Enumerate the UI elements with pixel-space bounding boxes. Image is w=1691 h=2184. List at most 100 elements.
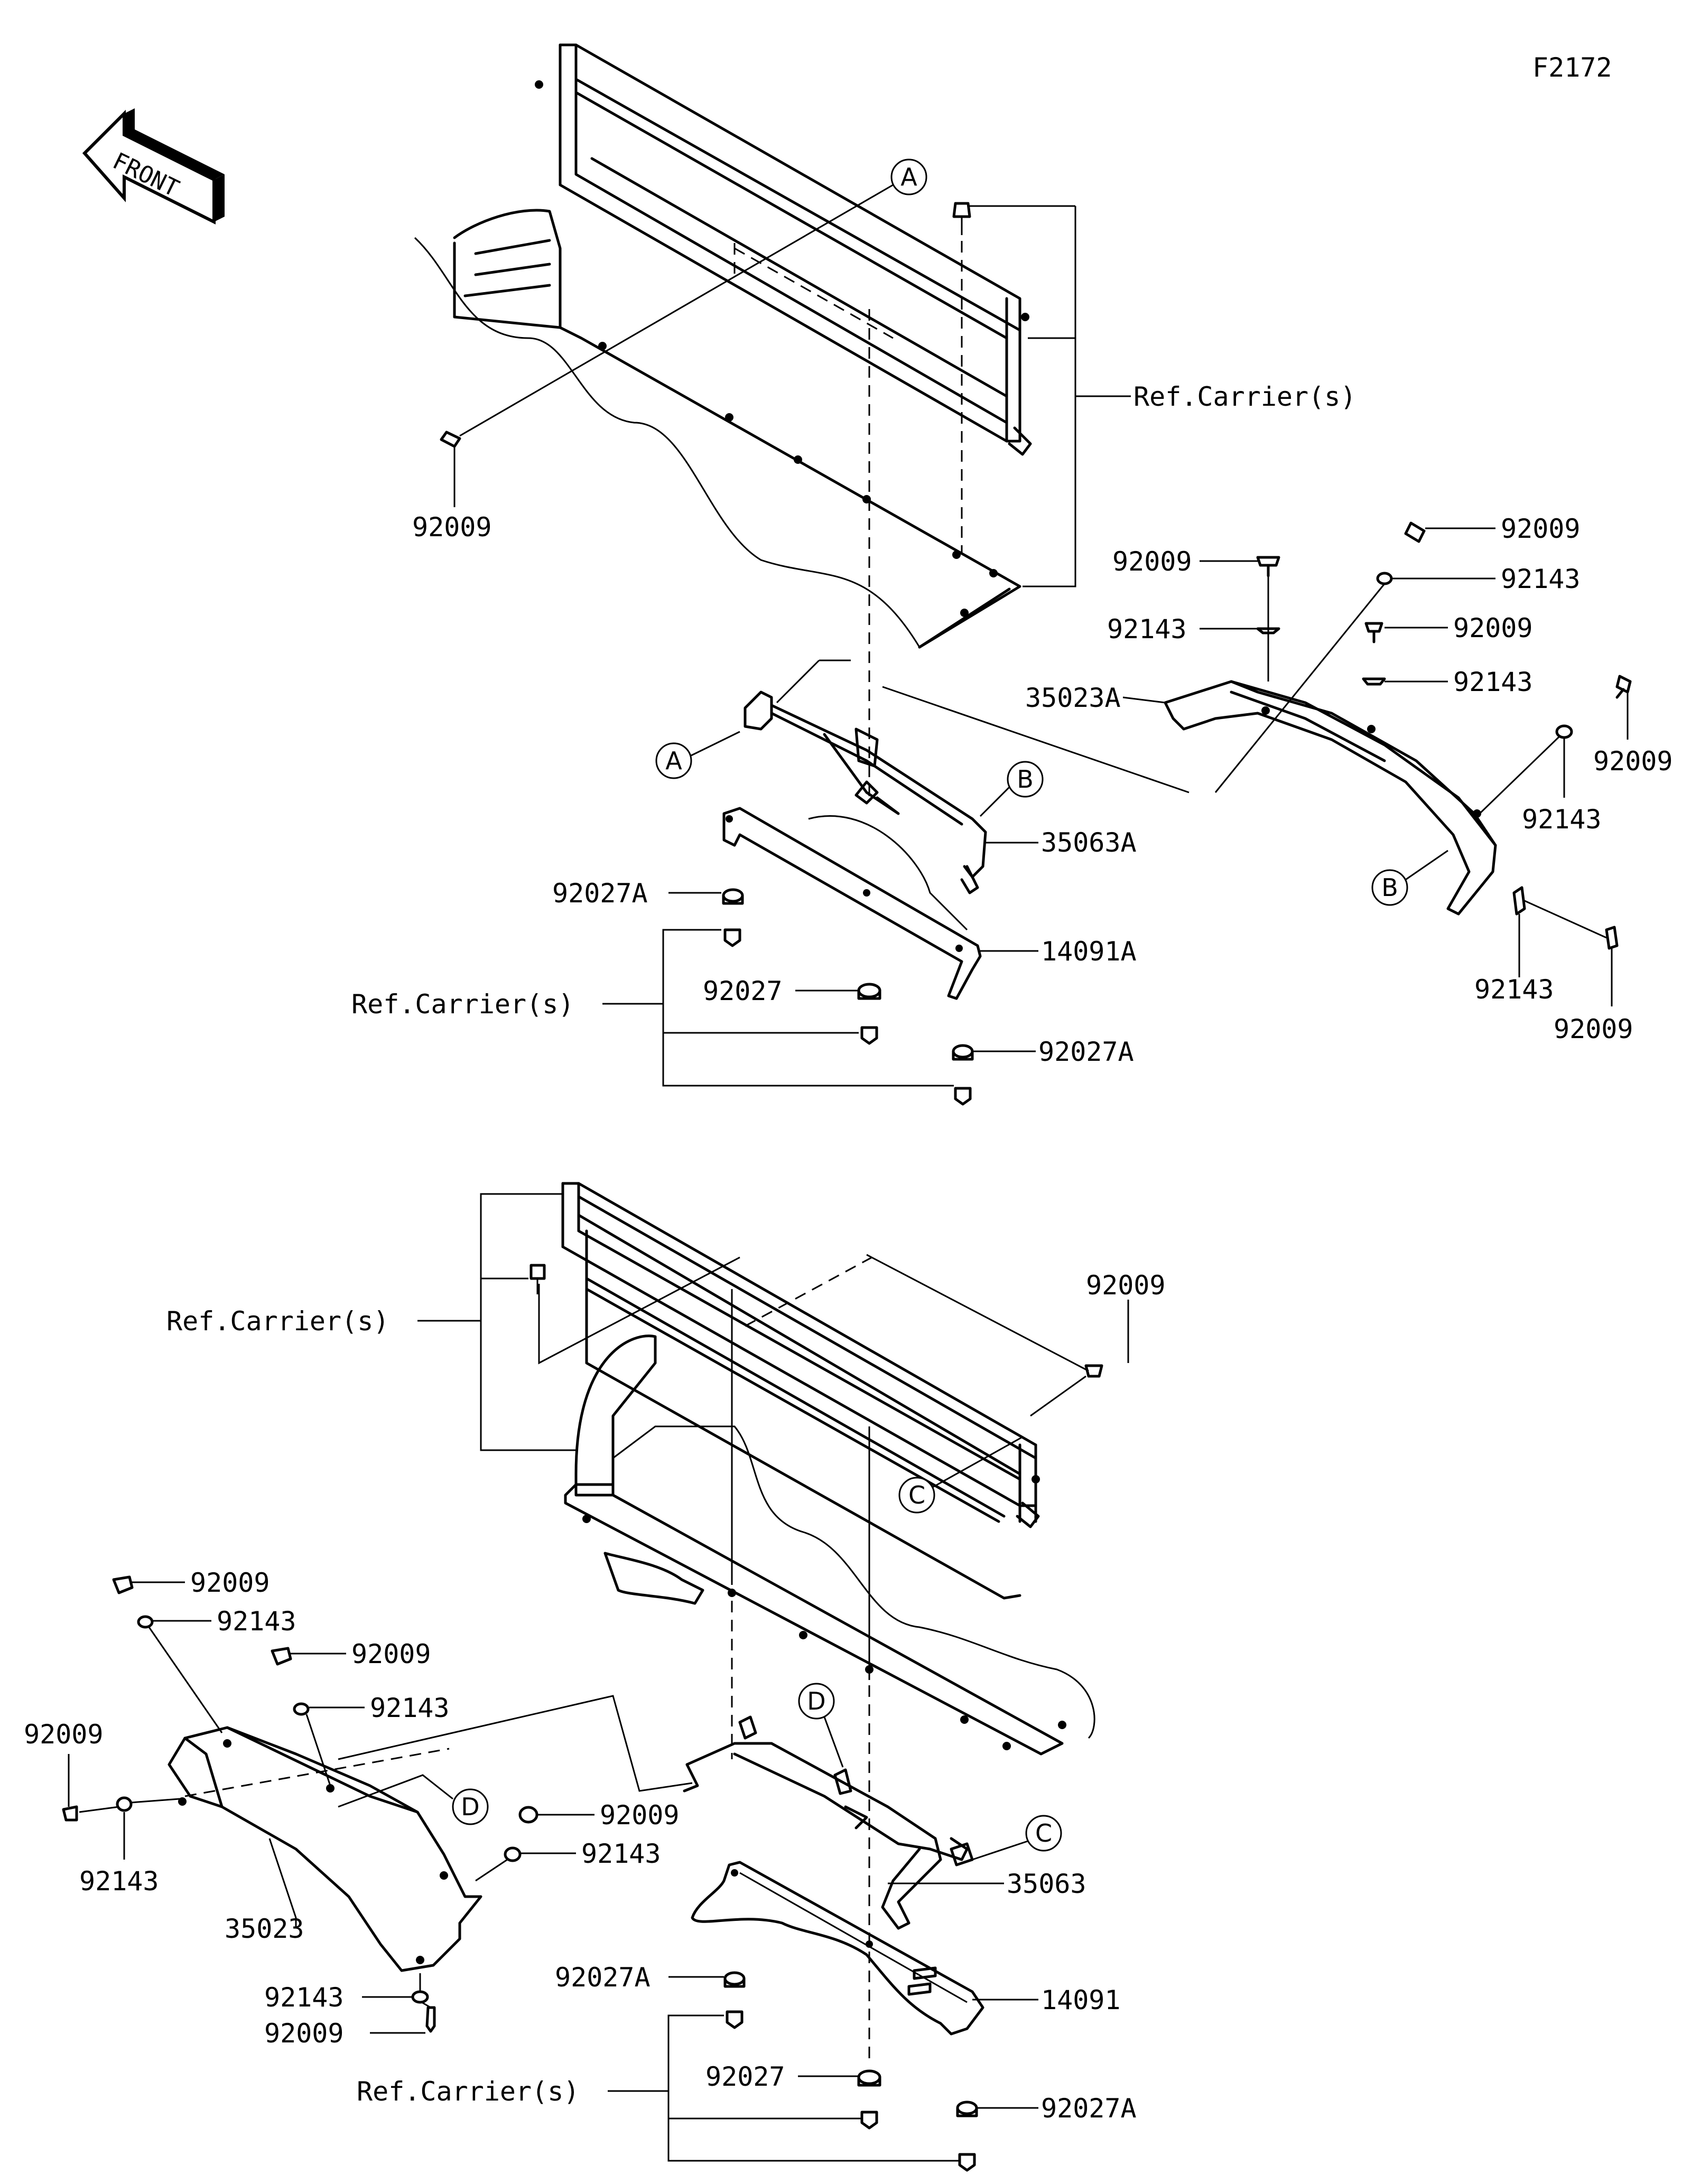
label-92143-guard-5: 92143: [1474, 974, 1554, 1005]
label-92009-lguard-1: 92009: [190, 1567, 270, 1598]
label-14091a: 14091A: [1041, 936, 1137, 967]
ref-carrier-bracket-lower-left: [417, 1193, 740, 1451]
svg-text:D: D: [461, 1793, 479, 1821]
bolt-92009-lguard-1: [112, 1575, 134, 1594]
bolt-lower-left-ref: [529, 1264, 546, 1294]
nut-92027-upper-center: [857, 983, 881, 1000]
label-92143-lguard-2: 92143: [370, 1693, 450, 1723]
label-92009-guard-5: 92009: [1554, 1014, 1633, 1044]
washer-92143-lguard-1: [137, 1615, 154, 1629]
guard-35023: [168, 1726, 482, 1972]
callout-c-bracket: C: [1025, 1815, 1062, 1852]
label-35063a: 35063A: [1041, 827, 1137, 858]
label-92027a-lower-1: 92027A: [555, 1962, 651, 1993]
washer-92143-guard-3: [1362, 677, 1386, 686]
callout-c-lower-frame: C: [898, 1477, 935, 1514]
nut-lower-ref-3: [958, 2153, 976, 2172]
label-92143-guard-2: 92143: [1501, 564, 1581, 594]
bolt-upper-top: [952, 202, 1075, 235]
label-92027a-upper-2: 92027A: [1038, 1037, 1134, 1067]
nut-upper-ref-3: [954, 1087, 972, 1106]
bolt-92009-upper-left: [440, 431, 461, 507]
bolt-92009-guard-5: [1605, 926, 1619, 950]
callout-a-lower: A: [655, 742, 692, 779]
washer-92143-guard-2: [1376, 572, 1393, 585]
label-35063: 35063: [1007, 1869, 1086, 1899]
washer-92143-lguard-3: [116, 1796, 133, 1812]
nut-92027a-upper-1: [722, 888, 744, 905]
callout-a-upper: A: [890, 158, 927, 195]
bolt-92009-lguard-5: [425, 2006, 436, 2033]
ref-carrier-bracket-upper-left: [602, 929, 954, 1087]
label-92009-lguard-4: 92009: [600, 1800, 680, 1831]
nut-92027a-upper-2: [952, 1044, 974, 1061]
nut-lower-ref-1: [726, 2010, 744, 2029]
washer-92143-lguard-2: [293, 1702, 310, 1716]
bolt-92009-guard-2: [1404, 521, 1426, 543]
bolt-92009-guard-3: [1364, 622, 1383, 643]
label-92143-lguard-5: 92143: [264, 1982, 344, 2013]
label-92143-guard-4: 92143: [1522, 804, 1602, 835]
front-arrow-icon: FRONT: [82, 108, 225, 225]
upper-carrier-frame: [414, 43, 1032, 803]
callout-d-guard: D: [452, 1788, 489, 1825]
bracket-35063a: [744, 659, 1190, 894]
label-92143-guard-3: 92143: [1453, 667, 1533, 697]
label-14091: 14091: [1041, 1985, 1121, 2015]
label-35023: 35023: [225, 1914, 304, 1944]
washer-92143-guard-5: [1512, 886, 1526, 916]
lower-carrier-frame: [561, 1182, 1095, 2060]
nut-92027-lower-center: [857, 2069, 881, 2087]
washer-92143-guard-1: [1256, 627, 1280, 634]
bolt-92009-guard-1: [1256, 556, 1280, 577]
svg-text:B: B: [1017, 765, 1034, 794]
label-92009-lguard-5: 92009: [264, 2018, 344, 2049]
label-92143-guard-1: 92143: [1107, 614, 1187, 645]
label-92027-upper: 92027: [703, 976, 783, 1006]
nut-lower-ref-2: [860, 2111, 878, 2130]
svg-text:D: D: [807, 1687, 825, 1715]
nut-92027a-lower-1: [723, 1971, 746, 1988]
callout-b-guard: B: [1371, 869, 1408, 906]
label-92027a-upper-1: 92027A: [552, 878, 648, 909]
nut-upper-ref-1: [723, 928, 741, 947]
svg-text:B: B: [1381, 873, 1398, 902]
stay-14091a: [722, 807, 982, 1000]
stay-14091: [691, 1861, 984, 2036]
label-92143-lguard-4: 92143: [581, 1838, 661, 1869]
ref-carrier-bracket-upper-right: [1023, 206, 1131, 587]
label-92009-lguard-3: 92009: [24, 1719, 104, 1750]
label-92143-lguard-1: 92143: [217, 1606, 296, 1637]
svg-text:A: A: [900, 163, 917, 191]
label-92009-upper-left: 92009: [412, 512, 492, 543]
guard-35023a: [1164, 680, 1497, 916]
svg-text:C: C: [1035, 1819, 1052, 1847]
label-ref-carrier-upper-left: Ref.Carrier(s): [351, 989, 574, 1020]
figure-code: F2172: [1532, 52, 1612, 83]
callout-b-upper-bracket: B: [1007, 761, 1044, 798]
nut-upper-ref-2: [860, 1026, 878, 1045]
label-92143-lguard-3: 92143: [79, 1866, 159, 1897]
washer-92143-guard-4: [1555, 724, 1573, 739]
washer-92143-lguard-5: [411, 1990, 429, 2004]
label-ref-carrier-lower-bottom: Ref.Carrier(s): [357, 2076, 579, 2107]
label-ref-carrier-upper-right: Ref.Carrier(s): [1133, 381, 1356, 412]
label-92009-lguard-2: 92009: [351, 1639, 431, 1669]
label-92027-lower: 92027: [705, 2061, 785, 2092]
svg-text:C: C: [908, 1481, 925, 1509]
nut-92027a-lower-2: [956, 2101, 978, 2117]
ref-carrier-bracket-lower-bottom: [608, 2014, 959, 2162]
bolt-92009-lguard-3: [62, 1805, 78, 1822]
callout-d-bracket: D: [798, 1683, 835, 1720]
label-35023a: 35023A: [1025, 683, 1121, 713]
label-ref-carrier-lower-left: Ref.Carrier(s): [166, 1306, 389, 1337]
label-92009-lower-right: 92009: [1086, 1270, 1166, 1301]
bolt-92009-lguard-4: [518, 1806, 538, 1824]
label-92009-guard-1: 92009: [1112, 546, 1192, 577]
label-92009-guard-2: 92009: [1501, 514, 1581, 544]
bolt-92009-lguard-2: [271, 1647, 292, 1666]
bracket-35063: [683, 1715, 1004, 1930]
label-92027a-lower-2: 92027A: [1041, 2093, 1137, 2124]
washer-92143-lguard-4: [504, 1846, 522, 1862]
